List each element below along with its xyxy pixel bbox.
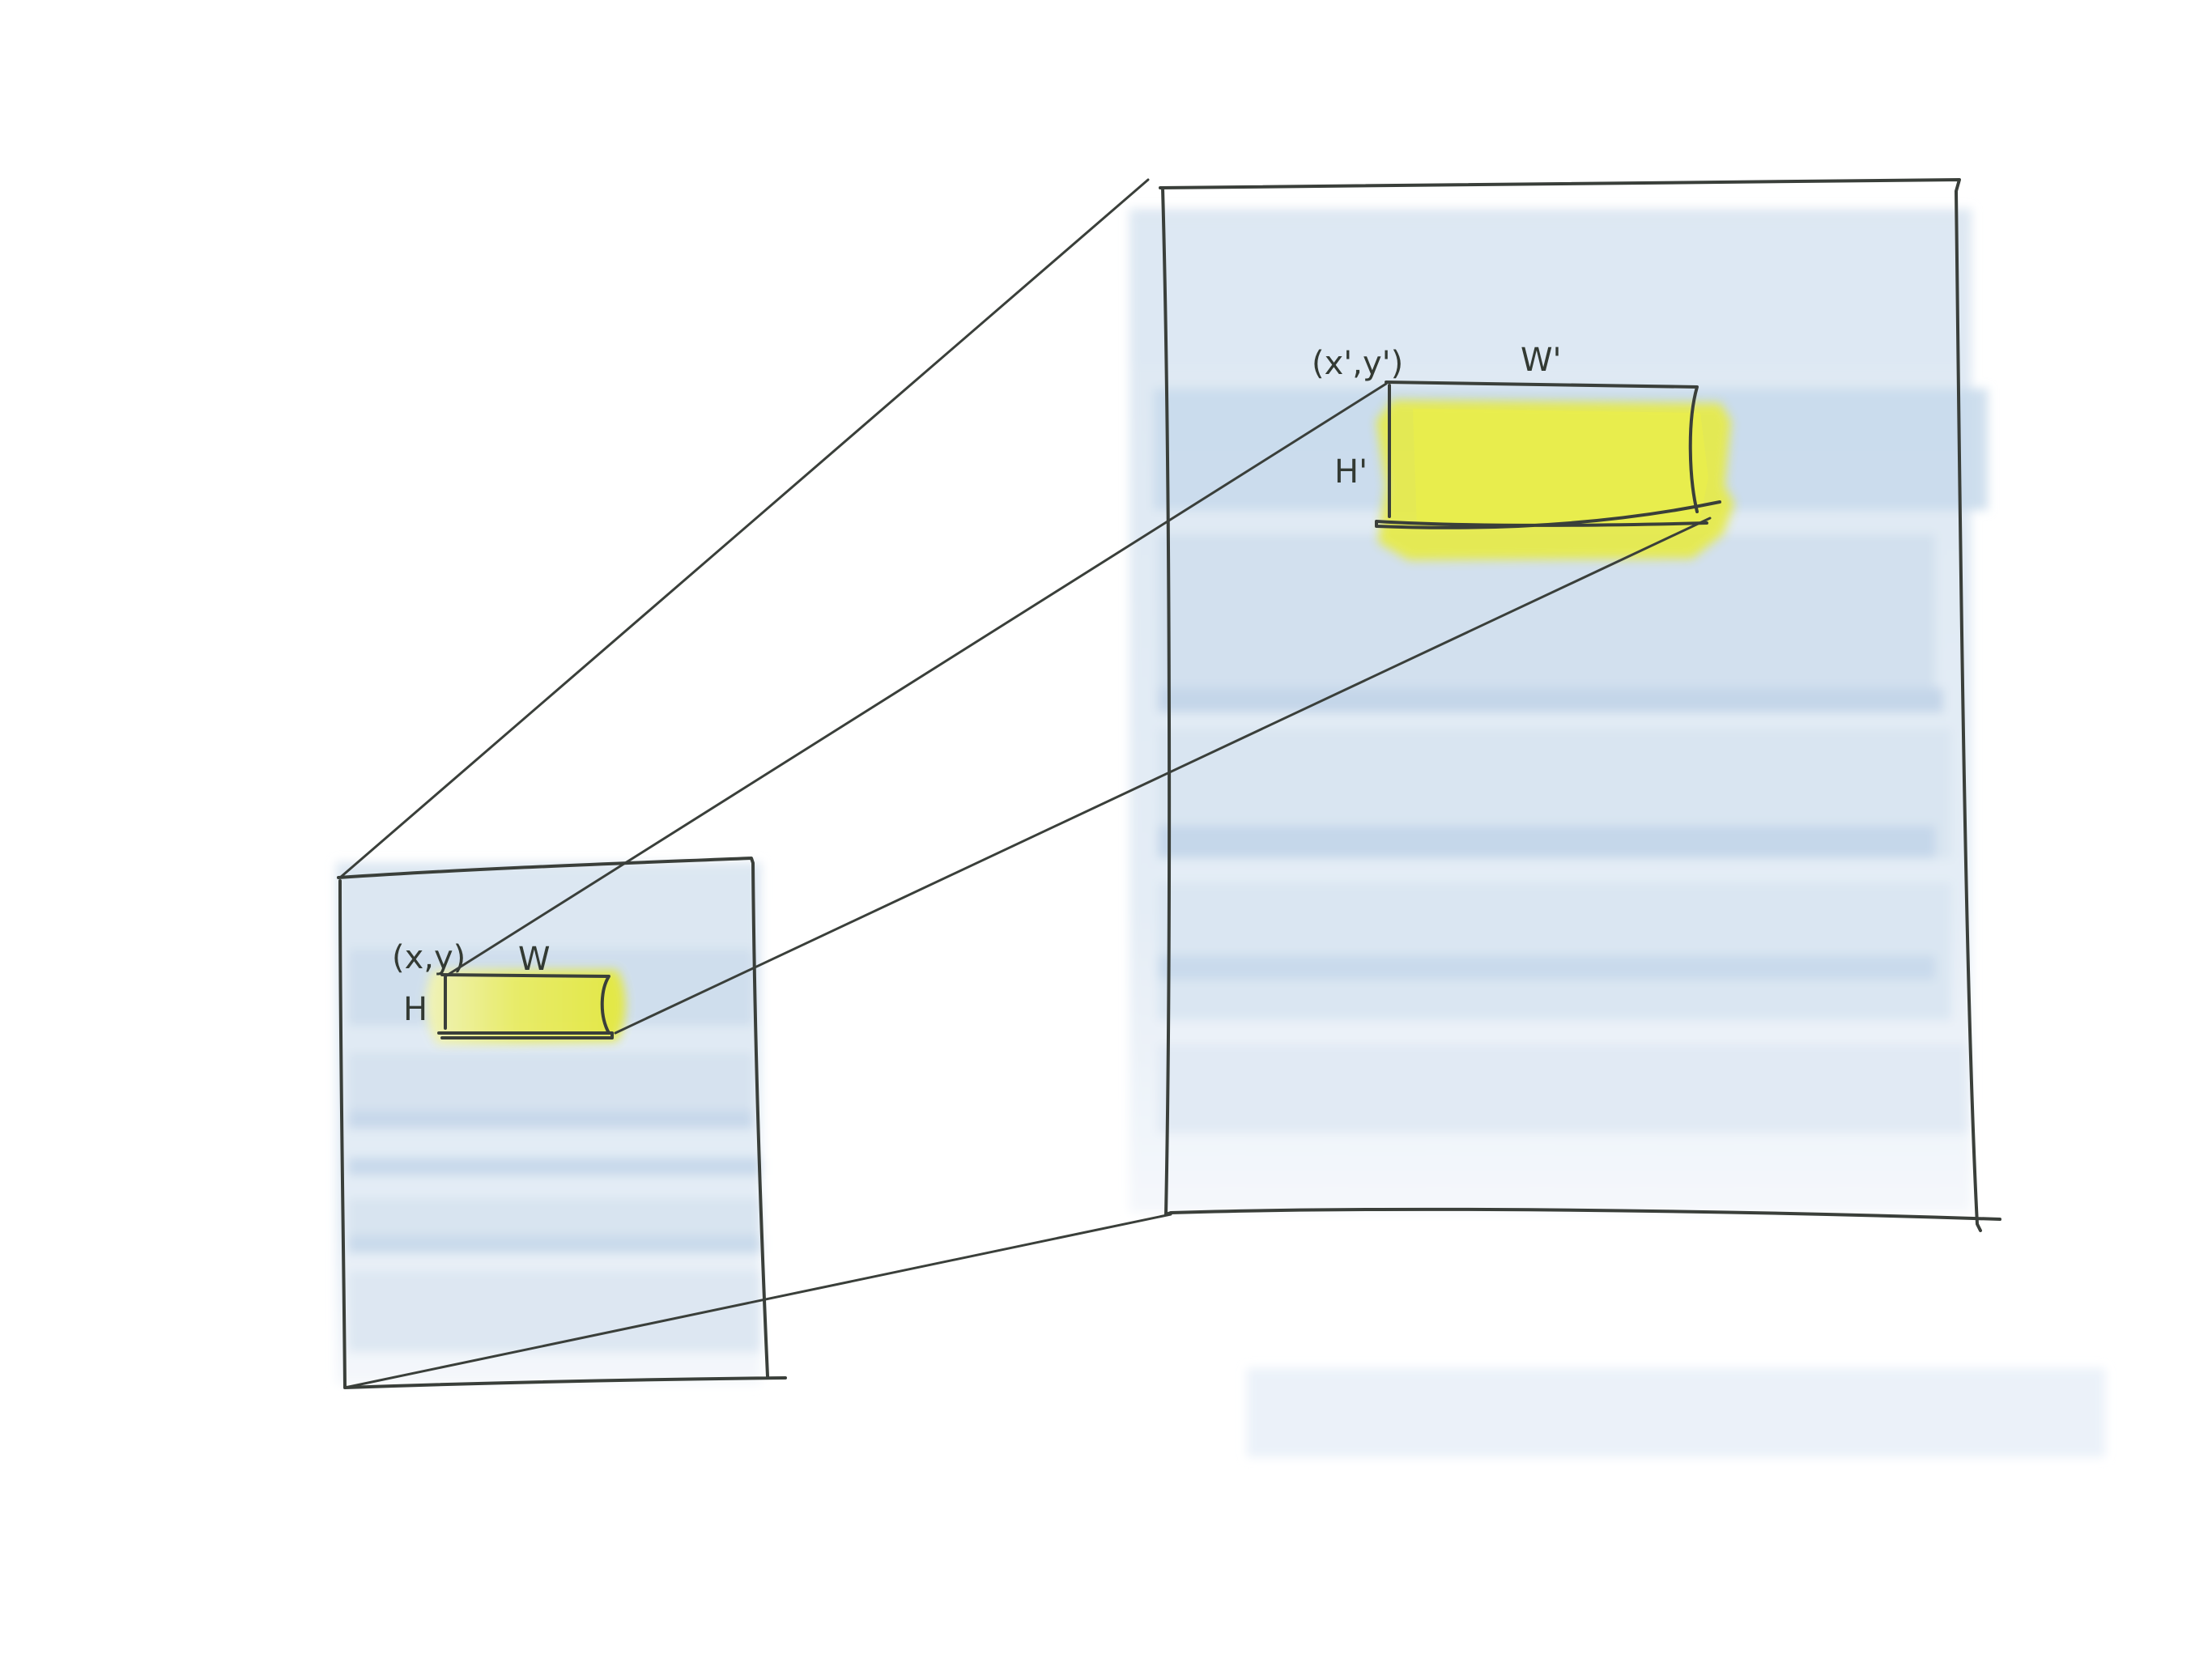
projection-lines xyxy=(338,178,1712,1389)
small-page-outline xyxy=(337,857,787,1389)
large-highlight xyxy=(1376,400,1734,560)
projection-line-page-bottom xyxy=(343,1213,1172,1389)
small-highlight-box xyxy=(437,973,614,1039)
large-width-label: W' xyxy=(1521,342,1562,379)
large-document: (x',y') W' H' xyxy=(1129,178,2105,1457)
small-height-label: H xyxy=(403,991,428,1028)
large-origin-label: (x',y') xyxy=(1312,345,1403,382)
projection-line-box-bottom xyxy=(614,517,1712,1035)
small-highlight xyxy=(425,970,626,1044)
large-page-outline xyxy=(1159,178,2001,1232)
small-width-label: W xyxy=(518,941,551,978)
projection-line-page-top xyxy=(338,178,1150,879)
small-document: (x,y) W H xyxy=(336,857,787,1389)
large-page-wash xyxy=(1129,209,2105,1457)
projection-line-box-top xyxy=(444,382,1388,978)
large-height-label: H' xyxy=(1334,453,1368,491)
large-highlight-box xyxy=(1375,380,1721,529)
